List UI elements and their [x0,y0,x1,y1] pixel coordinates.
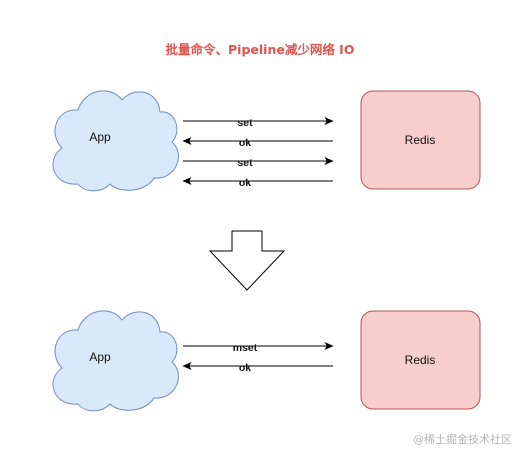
top-arrow-1: set [183,117,334,129]
bottom-section: App Redis mset ok [52,310,481,412]
bottom-app-cloud-shape [52,310,179,412]
top-redis-rect [360,90,481,190]
bottom-app-cloud: App [52,310,179,412]
top-arrow-1-label: set [237,117,253,129]
top-arrow-2-label: ok [239,137,251,149]
top-arrow-3-label: set [237,157,253,169]
watermark: @稀土掘金技术社区 [413,432,512,446]
top-redis-label: Redis [405,133,436,147]
bottom-arrows: mset ok [182,342,334,374]
bottom-app-label: App [89,350,111,364]
top-arrow-4: ok [182,177,333,189]
bottom-redis-label: Redis [405,353,436,367]
top-redis-box: Redis [360,90,481,190]
diagram-title: 批量命令、Pipeline减少网络 IO [166,42,355,57]
top-arrow-2: ok [182,137,333,149]
top-arrow-3: set [183,157,334,169]
bottom-redis-rect [360,310,481,410]
bottom-arrow-2: ok [182,362,333,374]
top-app-label: App [89,130,111,144]
bottom-redis-box: Redis [360,310,481,410]
top-arrow-4-label: ok [239,177,251,189]
top-arrows: set ok set ok [182,117,334,189]
top-app-cloud: App [52,90,179,192]
transition-down-arrow-icon [208,230,286,291]
top-section: App Redis set ok set ok [52,90,481,192]
bottom-arrow-1: mset [183,342,334,354]
top-app-cloud-shape [52,90,179,192]
bottom-arrow-1-label: mset [233,342,258,354]
bottom-arrow-2-label: ok [239,362,251,374]
